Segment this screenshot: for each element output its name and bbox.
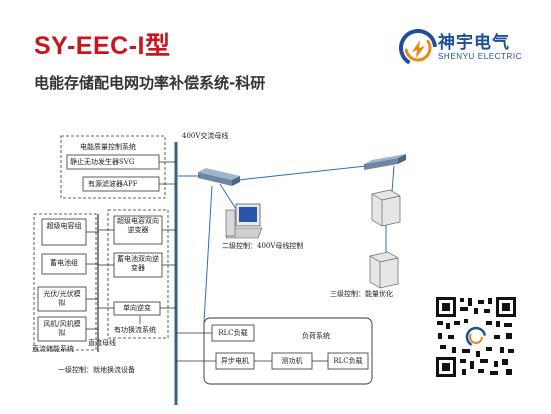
single-inverter-label: 单向逆变 [123, 304, 151, 312]
brand-name: 神宇电气 [438, 33, 510, 53]
battery-inverter-box [113, 252, 163, 278]
battery-label: 蓄电池组 [50, 259, 78, 267]
svg-label: 静止无功发生器SVG [70, 158, 135, 166]
pv-label: 光伏/光伏模拟 [43, 290, 81, 307]
server-icon-top [371, 189, 401, 227]
supercap-inverter-label: 超级电容双向逆变器 [117, 217, 159, 234]
rlc-load-2-label: RLC负载 [333, 357, 363, 365]
power-quality-box [60, 135, 166, 199]
dc-bus-label: 直流母线 [88, 339, 116, 347]
supercap-label: 超级电容组 [46, 222, 82, 230]
power-quality-label: 电能质量控制系统 [80, 143, 136, 151]
page-subtitle: 电能存储配电网功率补偿系统-科研 [34, 74, 266, 92]
computer-icon [225, 203, 263, 239]
qr-finder-top-left [436, 297, 456, 317]
load-system-label: 负荷系统 [302, 332, 330, 340]
qr-finder-bottom-left [436, 357, 456, 377]
switch-icon-level2 [198, 168, 240, 186]
bidir-system-label: 有功换流系统 [114, 326, 156, 334]
dc-storage-label: 直流储能系统 [32, 345, 74, 353]
battery-inverter-label: 蓄电池双向逆变器 [117, 255, 159, 272]
qr-code[interactable] [434, 295, 518, 379]
level1-label: 一级控制：就地换流设备 [58, 366, 135, 374]
rlc-load-1-label: RLC负载 [218, 329, 248, 337]
single-inverter-box [113, 301, 161, 316]
switch-icon-level3 [364, 154, 406, 170]
async-motor-label: 异步电机 [221, 357, 249, 365]
bus-label: 400V交流母线 [182, 132, 229, 140]
load-system-box [203, 317, 373, 385]
pv-box [37, 286, 87, 312]
wind-box [37, 316, 87, 342]
qr-finder-top-right [496, 297, 516, 317]
wind-label: 风机/风机模拟 [43, 320, 81, 337]
apf-label: 有源滤波器APF [88, 180, 138, 188]
brand-name-en: SHENYU ELECTRIC [438, 52, 523, 61]
server-icon-bottom [369, 251, 399, 289]
converter-box [107, 209, 169, 339]
supercap-box [41, 218, 87, 246]
page-title: SY-EEC-I型 [34, 32, 171, 60]
level3-label: 三级控制：能量优化 [330, 290, 393, 298]
dynamometer-label: 测功机 [281, 357, 303, 365]
level2-label: 二级控制：400V母线控制 [222, 242, 304, 250]
dc-storage-box [33, 213, 97, 351]
brand-logo [399, 29, 437, 67]
